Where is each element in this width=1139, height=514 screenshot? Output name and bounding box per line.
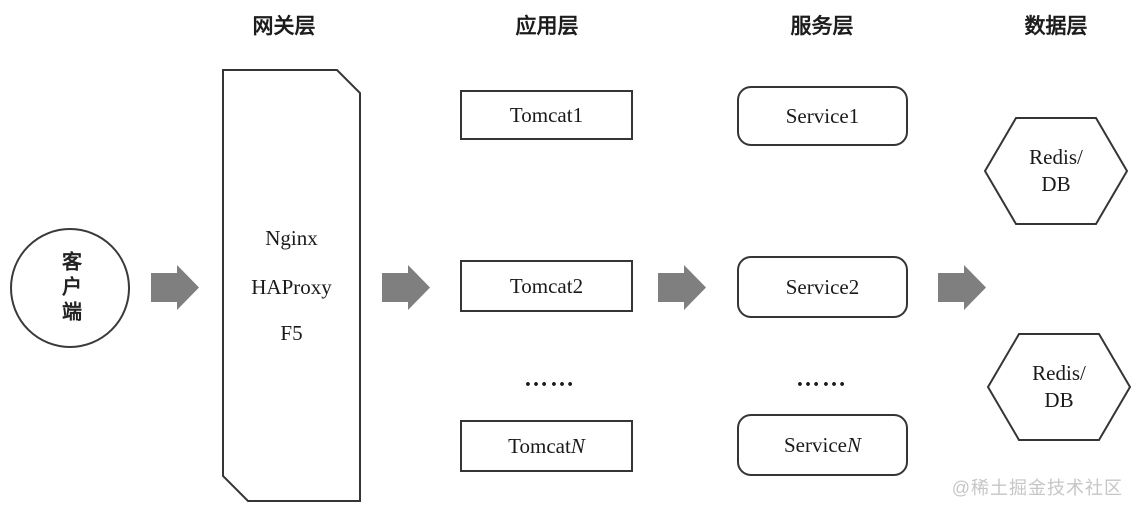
- arrow-client-to-gateway-icon: [151, 265, 199, 310]
- gateway-item-haproxy: HAProxy: [251, 275, 332, 299]
- client-node: 客户端: [10, 228, 130, 348]
- tomcatN-label-suffix: N: [570, 433, 585, 458]
- tomcat1-label: Tomcat1: [509, 102, 584, 127]
- gateway-item-nginx: Nginx: [265, 226, 318, 250]
- service-layer-title: 服务层: [790, 15, 854, 38]
- service-layer-ellipsis: ……: [796, 366, 848, 392]
- service2-node: Service2: [737, 256, 908, 318]
- gateway-item-f5: F5: [280, 321, 303, 345]
- service2-label: Service2: [785, 274, 860, 299]
- serviceN-label-prefix: Service: [784, 432, 847, 457]
- redis-db-top-label: Redis/ DB: [1029, 145, 1083, 196]
- service1-node: Service1: [737, 86, 908, 146]
- arrow-gateway-to-app-icon: [382, 265, 430, 310]
- app-layer-title: 应用层: [515, 15, 579, 38]
- tomcat1-node: Tomcat1: [460, 90, 633, 140]
- redis-db-bottom-label: Redis/ DB: [1032, 361, 1086, 412]
- arrow-service-to-data-icon: [938, 265, 986, 310]
- redis-db-node-top-shape: [983, 117, 1129, 225]
- service1-label: Service1: [785, 103, 860, 128]
- gateway-layer-title: 网关层: [252, 15, 316, 38]
- data-layer-title: 数据层: [1024, 15, 1088, 38]
- tomcat2-label: Tomcat2: [509, 273, 584, 298]
- gateway-node-shape: [222, 69, 361, 502]
- tomcatN-label-prefix: Tomcat: [508, 433, 571, 458]
- tomcat2-node: Tomcat2: [460, 260, 633, 312]
- redis-db-node-bottom-shape: [986, 333, 1132, 441]
- arrow-app-to-service-icon: [658, 265, 706, 310]
- watermark: @稀土掘金技术社区: [951, 478, 1123, 498]
- client-label: 客户端: [58, 250, 81, 326]
- app-layer-ellipsis: ……: [524, 366, 576, 392]
- serviceN-label-suffix: N: [846, 432, 861, 457]
